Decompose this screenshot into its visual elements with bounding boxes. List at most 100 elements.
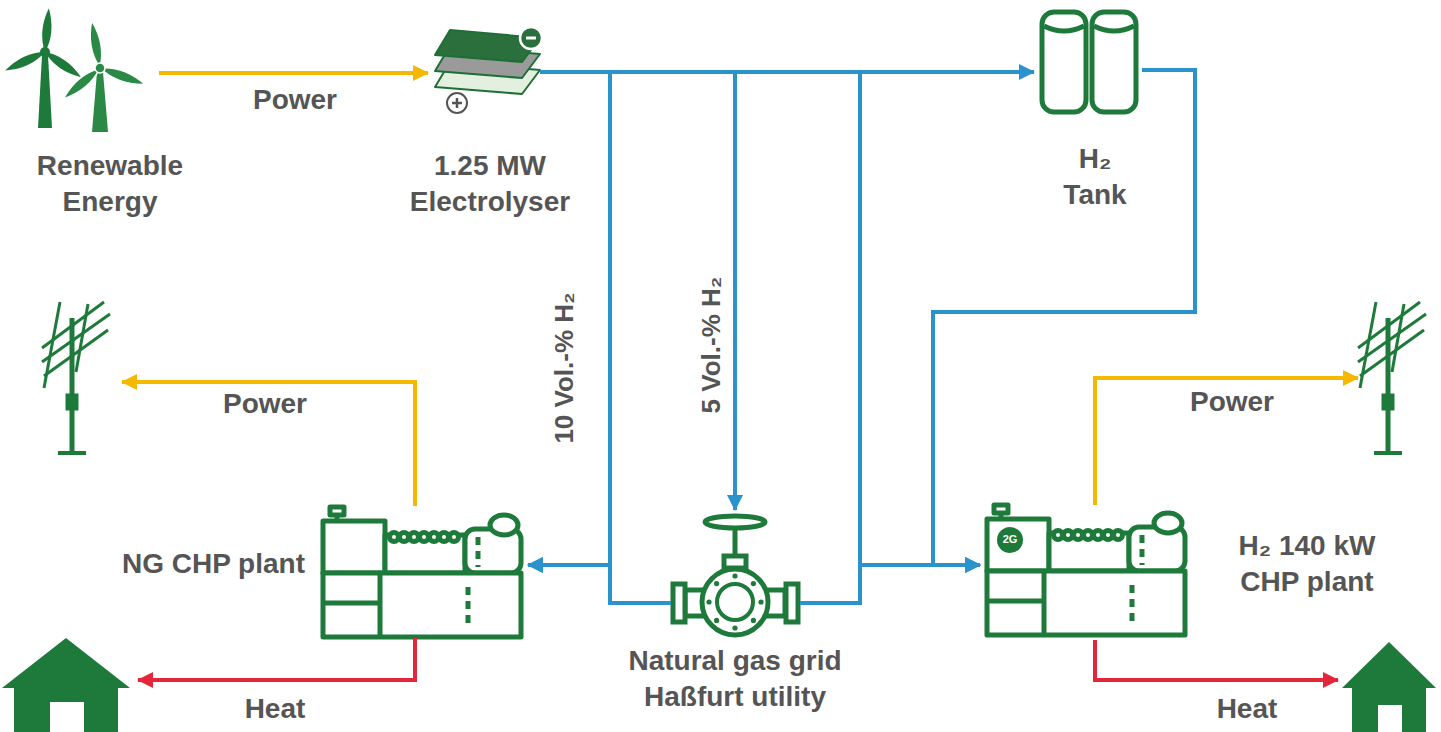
label-slot: Heat [1217,692,1278,726]
h2-chp-engine [997,527,1023,553]
chp-plant-node: H₂ 140 kW CHP plant [982,503,1402,637]
gas-valve [732,625,737,630]
pipe-connector [540,72,980,565]
text-slot: H₂ Tank [1045,141,1145,214]
node-label: Renewable Energy [0,148,220,221]
hydrogen-tank [1094,26,1134,31]
node-label: NG CHP plant [55,546,305,582]
power-pylon [67,395,77,409]
wind-turbines [3,8,83,81]
node-label: 1.25 MW Electrolyser [380,148,600,221]
gas-valve [706,573,763,630]
gas-valve [673,516,798,635]
pipe-connector [528,72,610,565]
hydrogen-tank [1042,12,1086,112]
label-slot: Power [1190,385,1274,419]
gas-valve [724,556,746,568]
wind-turbines [87,20,105,69]
heat-label: Heat [245,692,306,726]
icon-slot [671,512,800,638]
text-slot: NG CHP plant [55,546,305,582]
hydrogen-tank [1042,12,1136,112]
icon-slot [5,5,155,132]
power-pylon [1383,395,1393,409]
label-slot: Power [223,387,307,421]
electrolyser-node: 1.25 MW Electrolyser [380,25,600,221]
output-arrows [1095,640,1338,680]
wind-turbines [60,20,147,103]
output-arrows [1095,378,1358,505]
gas-valve [786,584,798,622]
wind-turbines [3,8,147,132]
energy-source: Renewable Energy [0,5,220,221]
pipe-connector [159,71,428,75]
text-slot: 1.25 MW Electrolyser [380,148,600,221]
wind-turbines [40,47,50,57]
text-slot: Natural gas grid Haßfurt utility [590,643,880,716]
wind-turbines [92,72,108,132]
power-pylon [1360,302,1376,388]
node-label: H₂ Tank [1045,141,1145,214]
wind-turbines [38,55,52,128]
ng-chp-engine [323,507,521,637]
house [1342,642,1436,732]
wind-turbines [95,63,105,73]
power-pylon [58,451,86,455]
heat-label: Heat [1217,692,1278,726]
gas-valve [717,584,753,620]
electrolyser-stack [456,98,459,108]
flow-label: 10 Vol.-% H₂ [549,292,580,443]
icon-slot [318,505,526,639]
house [2,638,130,732]
house [2,638,130,732]
label-slot: 5 Vol.-% H₂ [696,277,727,414]
hydrogen-tank [1044,26,1084,31]
power-label: Power [1190,385,1274,419]
power-label: Power [223,387,307,421]
gas-valve [714,581,719,586]
electrolyser-stack [447,93,467,113]
electrolyser-stack [435,27,542,113]
hydrogen-tank [1092,12,1136,112]
gas-valve [702,569,768,635]
icon-slot [1038,8,1140,114]
gas-valve [673,584,685,622]
gas-valve [732,573,737,578]
icon-slot [982,503,1202,637]
flow-label: Power [253,83,337,117]
gas-valve [706,599,711,604]
h2-chp-engine [987,505,1185,635]
tank-node: H₂ Tank [1038,8,1145,214]
pipe-connector [933,70,1195,565]
wind-turbines [41,8,54,53]
electrolyser-stack [520,27,542,49]
gas-valve [758,599,763,604]
label-slot: 10 Vol.-% H₂ [549,292,580,443]
gas-valve [751,581,756,586]
flow-label: 5 Vol.-% H₂ [696,277,727,414]
h2-chp-engine [987,505,1185,635]
text-slot: H₂ 140 kW CHP plant [1212,528,1402,601]
gas-valve [751,618,756,623]
power-pylon [1358,302,1426,453]
output-arrows [122,378,1358,680]
label-slot: Power [253,83,337,117]
chp-plant-node: NG CHP plant [55,505,526,639]
power-pylon [42,302,110,453]
logo-text: 2G [1003,533,1018,546]
text-slot: Renewable Energy [0,148,220,221]
power-pylon [44,302,60,388]
house [1342,642,1436,732]
node-label: Natural gas grid Haßfurt utility [590,643,880,716]
label-slot: 2G [1003,533,1018,546]
label-slot: Heat [245,692,306,726]
output-arrows [122,382,415,506]
node-label: H₂ 140 kW CHP plant [1212,528,1402,601]
pipe-connector [800,565,980,603]
gas-valve [714,618,719,623]
power-pylon [1392,304,1404,372]
power-pylon [76,304,88,372]
electrolyser-stack [526,37,536,40]
gas-valve [705,516,765,528]
